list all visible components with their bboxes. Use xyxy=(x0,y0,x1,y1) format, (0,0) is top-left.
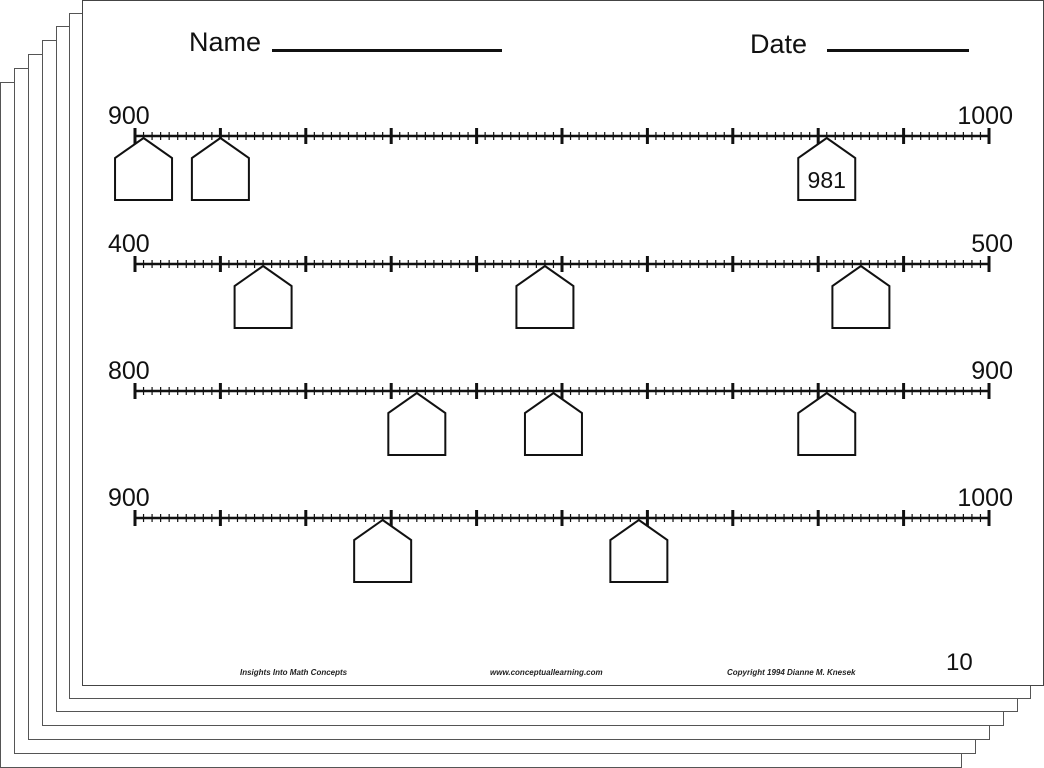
end-label: 900 xyxy=(971,357,1013,385)
house-answer-box xyxy=(609,518,669,583)
footer-copyright: Copyright 1994 Dianne M. Knesek xyxy=(727,668,856,677)
footer-website: www.conceptuallearning.com xyxy=(490,668,603,677)
house-answer-box xyxy=(797,391,857,456)
house-answer-box xyxy=(515,264,575,329)
house-answer-box xyxy=(797,136,857,201)
house-answer-box xyxy=(190,136,250,201)
end-label: 500 xyxy=(971,230,1013,258)
name-label: Name xyxy=(189,27,262,57)
house-answer-box xyxy=(233,264,293,329)
page-number: 10 xyxy=(946,649,973,676)
start-label: 900 xyxy=(108,102,150,130)
house-label: 981 xyxy=(808,167,846,193)
start-label: 900 xyxy=(108,484,150,512)
start-label: 800 xyxy=(108,357,150,385)
date-label: Date xyxy=(750,29,808,59)
start-label: 400 xyxy=(108,230,150,258)
number-lines-area: 900 1000 981 400 500 800 900 900 1000 xyxy=(108,102,1013,583)
footer-title: Insights Into Math Concepts xyxy=(240,668,348,677)
house-answer-box xyxy=(387,391,447,456)
date-blank-line xyxy=(827,49,969,52)
end-label: 1000 xyxy=(957,102,1013,130)
name-blank-line xyxy=(272,49,502,52)
house-answer-box xyxy=(523,391,583,456)
house-answer-box xyxy=(831,264,891,329)
house-answer-box xyxy=(114,136,174,201)
house-answer-box xyxy=(353,518,413,583)
end-label: 1000 xyxy=(957,484,1013,512)
